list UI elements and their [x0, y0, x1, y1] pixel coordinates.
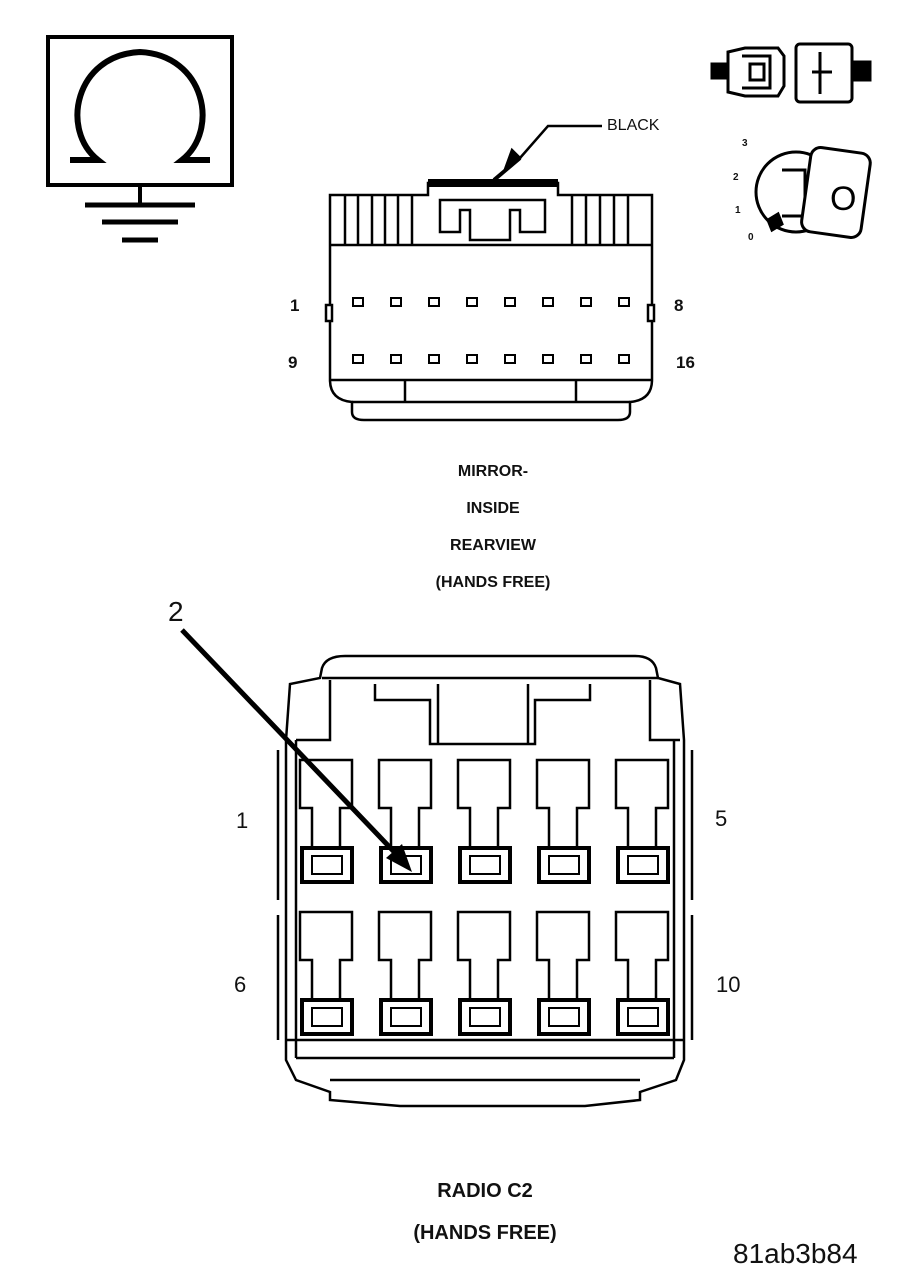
pin-2-callout-arrow — [180, 628, 412, 872]
radio-title-line-2: (HANDS FREE) — [413, 1222, 557, 1244]
mirror-pin-9-label: 9 — [288, 353, 298, 372]
radio-pin-1-label: 1 — [236, 808, 249, 833]
figure-id: 81ab3b84 — [733, 1238, 858, 1269]
mirror-pin-16-label: 16 — [676, 353, 695, 372]
mirror-title-line-1: MIRROR- — [457, 463, 529, 480]
mirror-title-line-4: (HANDS FREE) — [435, 574, 551, 591]
key-position-2: 2 — [733, 172, 739, 183]
black-color-callout: BLACK — [607, 117, 660, 134]
black-callout-leader — [492, 124, 602, 182]
mirror-pin-8-label: 8 — [674, 296, 684, 315]
radio-title-line-1: RADIO C2 — [437, 1180, 533, 1202]
mirror-connector-body — [324, 179, 656, 422]
mirror-connector-cavities — [352, 297, 630, 364]
svg-text:O: O — [830, 180, 856, 218]
ignition-key-icon: O — [754, 146, 872, 239]
key-position-1: 1 — [735, 205, 741, 216]
radio-cavities — [298, 758, 670, 1036]
mirror-title-line-2: INSIDE — [466, 500, 520, 517]
mirror-pin-1-label: 1 — [290, 296, 300, 315]
key-position-3: 3 — [742, 138, 748, 149]
ground-ohm-icon — [46, 35, 234, 243]
mirror-title-line-3: REARVIEW — [450, 537, 536, 554]
radio-pin-10-label: 10 — [716, 972, 741, 997]
key-position-0: 0 — [748, 232, 754, 243]
pin-2-callout-number: 2 — [168, 596, 184, 627]
radio-pin-6-label: 6 — [234, 972, 247, 997]
connector-plug-icon — [710, 42, 872, 104]
radio-pin-5-label: 5 — [715, 806, 728, 831]
